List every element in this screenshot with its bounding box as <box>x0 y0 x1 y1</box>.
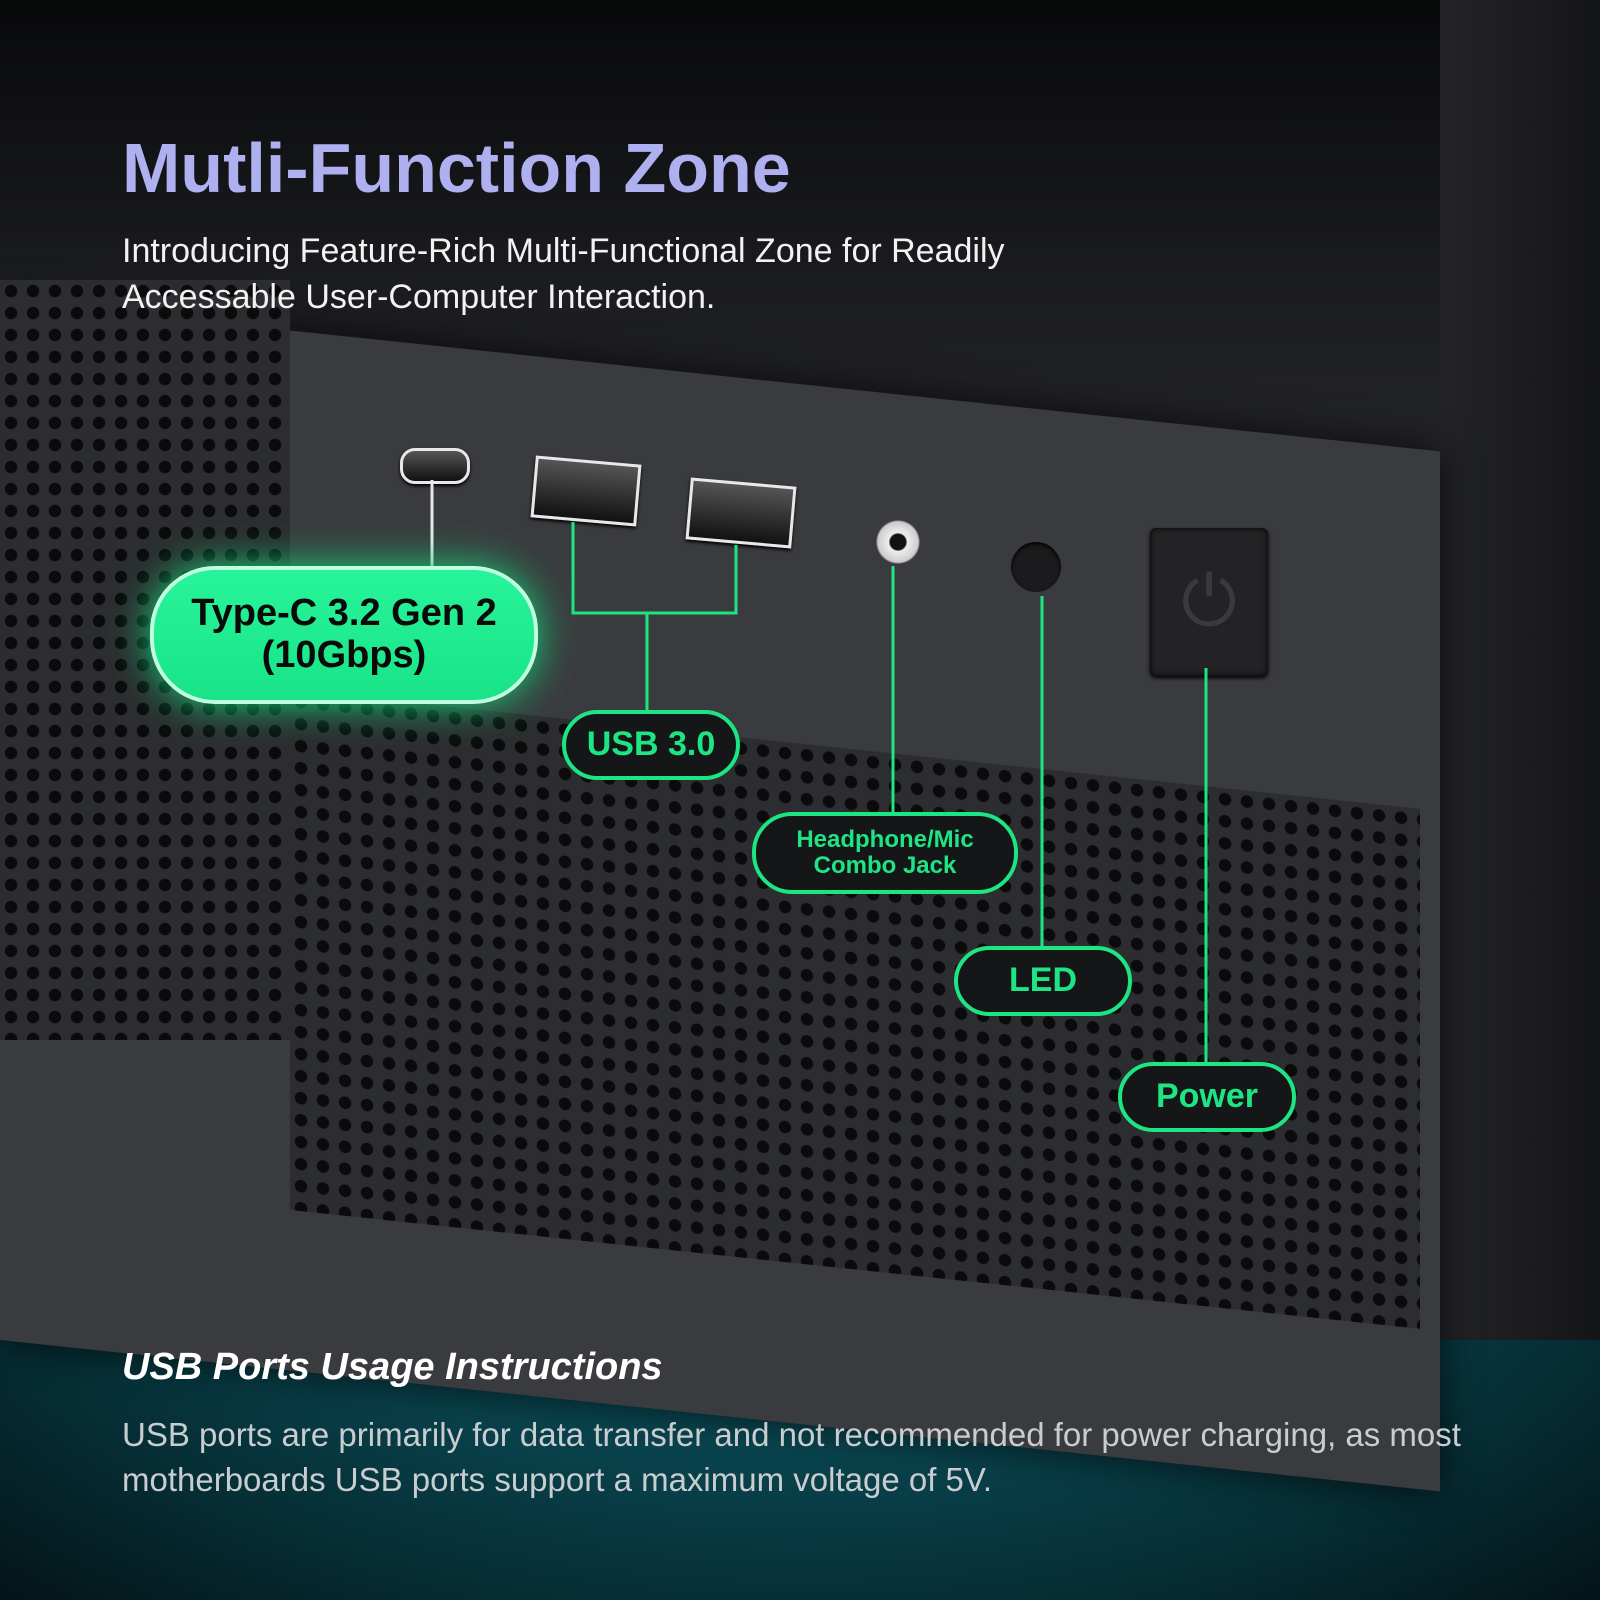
usb-leader-bracket <box>571 522 738 615</box>
audio-jack <box>876 520 920 564</box>
case-side <box>1440 0 1600 1340</box>
mesh-grille-left <box>0 280 290 1040</box>
usage-text: USB ports are primarily for data transfe… <box>122 1416 1461 1498</box>
power-icon: ⏻ <box>1181 562 1237 640</box>
usage-heading: USB Ports Usage Instructions <box>122 1346 663 1388</box>
led-indicator <box>1011 542 1061 592</box>
type-c-label: Type-C 3.2 Gen 2 (10Gbps) <box>150 566 538 704</box>
power-label: Power <box>1118 1062 1296 1132</box>
usb-label: USB 3.0 <box>562 710 740 780</box>
headphone-label: Headphone/Mic Combo Jack <box>752 812 1018 894</box>
page-subtitle: Introducing Feature-Rich Multi-Functiona… <box>122 232 1005 316</box>
type-c-port <box>400 448 470 484</box>
page-title: Mutli-Function Zone <box>122 129 791 207</box>
led-label: LED <box>954 946 1132 1016</box>
power-button: ⏻ <box>1150 528 1268 676</box>
